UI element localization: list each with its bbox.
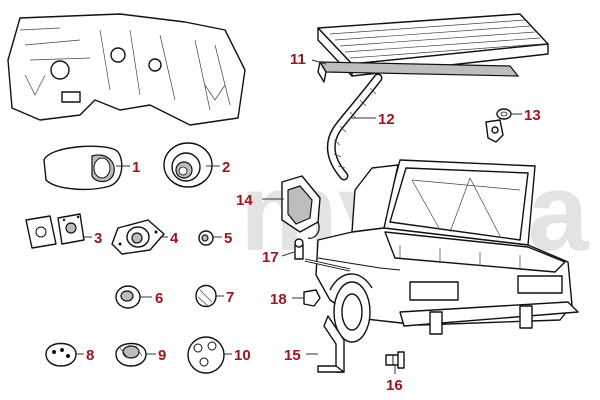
callout-15: 15 <box>284 347 301 364</box>
callout-12: 12 <box>378 111 395 128</box>
callout-18: 18 <box>270 291 287 308</box>
callout-9: 9 <box>158 347 166 364</box>
callout-2: 2 <box>222 159 230 176</box>
callout-7: 7 <box>226 289 234 306</box>
callout-6: 6 <box>155 290 163 307</box>
callout-10: 10 <box>234 347 251 364</box>
fastener-bolt <box>385 351 405 369</box>
trunk-seal-strip <box>317 61 520 83</box>
callout-11: 11 <box>290 51 306 68</box>
part-7-dome-plug <box>195 284 217 308</box>
latch-assembly <box>294 238 351 272</box>
callout-16: 16 <box>386 377 403 394</box>
clip-grommet <box>485 108 512 143</box>
part-6-round-plug <box>115 285 141 309</box>
callout-14: 14 <box>236 192 253 209</box>
firewall-insulation-panel <box>7 13 246 126</box>
callout-3: 3 <box>94 230 102 247</box>
callout-17: 17 <box>262 249 279 266</box>
part-10-multi-hole-grommet <box>187 336 225 374</box>
drain-hose <box>326 73 383 181</box>
callout-1: 1 <box>132 159 140 176</box>
callout-labels: 1 2 3 4 5 6 7 8 9 10 11 12 13 14 15 16 1… <box>86 51 541 394</box>
callout-13: 13 <box>524 107 541 124</box>
part-2-cup-grommet <box>163 142 213 188</box>
support-bracket <box>317 315 345 373</box>
part-9-cap-grommet <box>115 342 147 367</box>
side-mirror <box>281 175 321 239</box>
car-rear-body <box>315 159 579 343</box>
part-3-gasket-plates <box>25 213 85 249</box>
callout-4: 4 <box>170 230 179 247</box>
part-1-grommet-cover <box>43 145 123 191</box>
callout-5: 5 <box>224 230 232 247</box>
leader-lines <box>76 59 522 374</box>
part-8-rubber-cap <box>45 342 77 367</box>
part-5-plug <box>198 230 214 246</box>
callout-8: 8 <box>86 347 94 364</box>
part-4-flanged-grommet <box>111 219 165 255</box>
rubber-bumper-stop <box>303 289 321 307</box>
